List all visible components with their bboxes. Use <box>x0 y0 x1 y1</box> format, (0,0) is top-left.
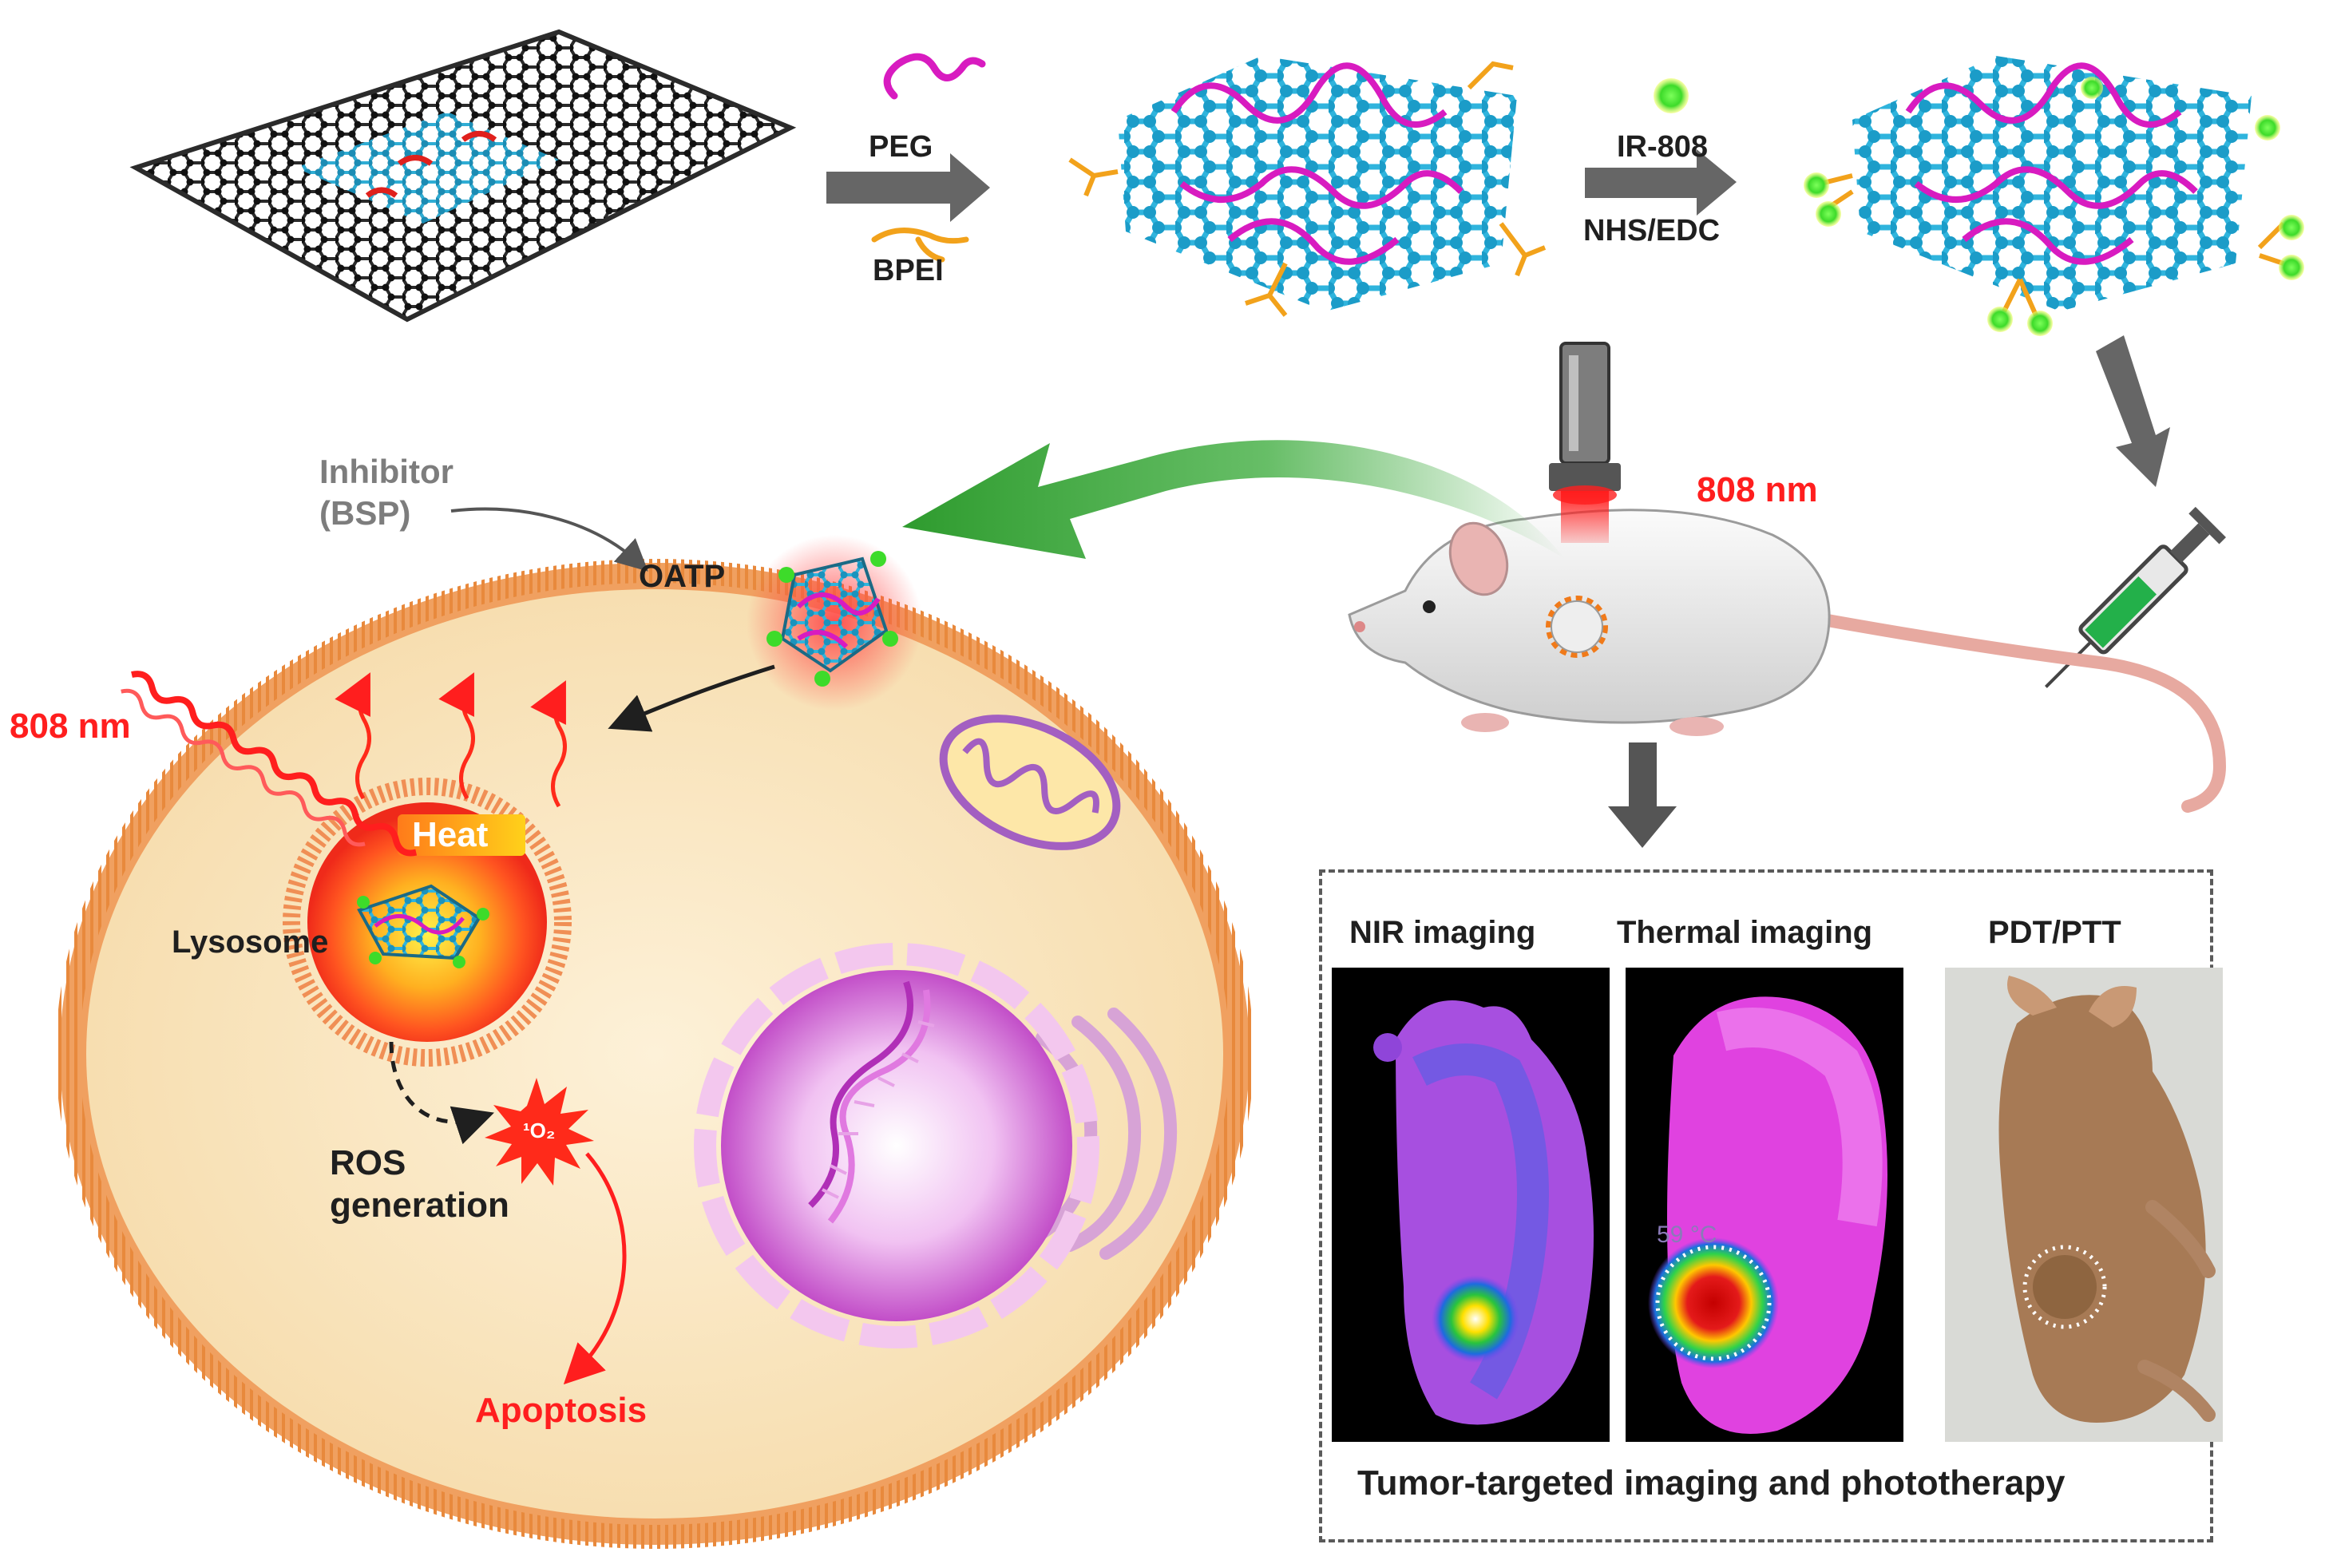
thermal-temperature: 59 °C <box>1657 1222 1717 1248</box>
dna-helix-icon <box>808 980 935 1224</box>
label-lysosome: Lysosome <box>172 925 329 960</box>
syringe-icon <box>2045 506 2226 688</box>
label-mouse-laser: 808 nm <box>1697 470 1818 509</box>
lysosome <box>283 778 572 1067</box>
label-oatp: OATP <box>639 559 726 594</box>
label-ros-generation: generation <box>330 1186 509 1225</box>
inhibitor-pointer <box>450 507 648 572</box>
synthesis-arrow-2 <box>1585 149 1737 216</box>
imaging-caption: Tumor-targeted imaging and phototherapy <box>1357 1463 2066 1503</box>
label-heat: Heat <box>412 815 489 854</box>
imaging-arrow <box>1608 742 1677 848</box>
thermal-image-panel <box>1626 968 1903 1442</box>
label-bpei: BPEI <box>873 254 944 287</box>
label-ros: ROS <box>330 1143 406 1182</box>
panel-title-thermal: Thermal imaging <box>1617 915 1873 950</box>
laser-device <box>1549 342 1621 543</box>
panel-title-nir: NIR imaging <box>1349 915 1536 950</box>
heat-bar <box>398 814 525 856</box>
graphene-sheet <box>129 29 797 323</box>
peg-chain-icon <box>883 53 986 100</box>
nir-image-panel <box>1332 968 1610 1442</box>
bpei-branch-icon <box>871 228 969 263</box>
label-apoptosis: Apoptosis <box>475 1391 648 1430</box>
nucleus <box>694 943 1099 1348</box>
label-cell-laser: 808 nm <box>10 707 131 746</box>
panel-title-pdt: PDT/PTT <box>1988 915 2121 950</box>
heat-emission-arrows <box>335 672 567 808</box>
singlet-oxygen-burst: ¹O₂ <box>485 1078 594 1186</box>
apoptosis-arrow <box>563 1152 627 1385</box>
label-inhibitor-bsp: (BSP) <box>319 494 411 532</box>
label-peg: PEG <box>869 130 933 164</box>
dye-loaded-graphene <box>1804 56 2304 336</box>
ir808-dye-icon <box>1654 78 1689 113</box>
delivery-arrow <box>902 440 1565 559</box>
internalization-arrow <box>608 664 775 732</box>
laser-wave <box>131 671 418 857</box>
mitochondrion <box>939 715 1121 850</box>
functionalized-graphene <box>1068 56 1547 317</box>
oatp-transporter <box>747 535 922 711</box>
mouse-illustration <box>1348 509 2227 813</box>
svg-text:¹O₂: ¹O₂ <box>523 1119 555 1142</box>
ros-pathway-arrow <box>389 1041 494 1145</box>
label-ir808: IR-808 <box>1617 130 1709 164</box>
injection-arrow <box>2096 335 2170 487</box>
pdt-ptt-photo-panel <box>1945 968 2223 1442</box>
laser-wave-inner <box>121 688 366 847</box>
label-coupling: NHS/EDC <box>1583 214 1721 247</box>
synthesis-arrow-1 <box>826 153 990 222</box>
label-inhibitor: Inhibitor <box>319 453 454 490</box>
